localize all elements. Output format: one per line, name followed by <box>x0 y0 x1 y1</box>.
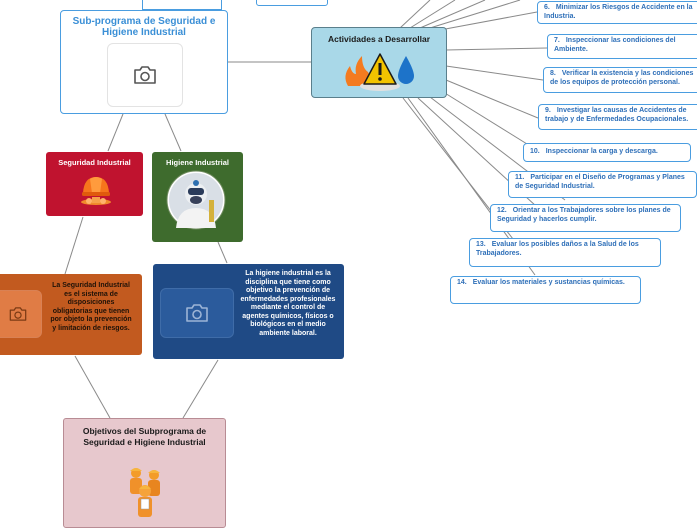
higiene-image-placeholder[interactable] <box>160 288 234 338</box>
hazard-warning-icon <box>345 53 414 91</box>
seguridad-industrial-node[interactable]: Seguridad Industrial <box>46 152 143 216</box>
higiene-description-text: La higiene industrial es la disciplina q… <box>240 270 336 337</box>
actividades-title: Actividades a Desarrollar <box>327 34 431 44</box>
higiene-industrial-node[interactable]: Higiene Industrial <box>152 152 243 242</box>
higiene-description-node[interactable]: La higiene industrial es la disciplina q… <box>153 264 344 359</box>
higiene-industrial-label: Higiene Industrial <box>166 158 229 167</box>
objetivos-title: Objetivos del Subprograma de Seguridad e… <box>82 426 207 447</box>
activity-item-7[interactable]: 7.Inspeccionar las condiciones del Ambie… <box>547 34 697 59</box>
actividades-node[interactable]: Actividades a Desarrollar <box>311 27 447 98</box>
workers-group-icon <box>130 468 160 517</box>
camera-icon <box>134 66 156 84</box>
protective-suit-worker-icon <box>166 170 226 230</box>
main-topic-node[interactable]: Sub-programa de Seguridad e Higiene Indu… <box>60 10 228 114</box>
top-fragment-node[interactable]: - <box>142 0 222 10</box>
main-image-placeholder[interactable] <box>107 43 183 107</box>
safety-helmet-icon <box>81 177 111 205</box>
activity-item-6[interactable]: 6.Minimizar los Riesgos de Accidente en … <box>537 1 697 24</box>
activity-item-12[interactable]: 12.Orientar a los Trabajadores sobre los… <box>490 204 681 232</box>
objetivos-node[interactable]: Objetivos del Subprograma de Seguridad e… <box>63 418 226 528</box>
main-topic-title: Sub-programa de Seguridad e Higiene Indu… <box>72 16 216 38</box>
top-right-fragment-node[interactable] <box>256 0 328 6</box>
activity-item-14[interactable]: 14.Evaluar los materiales y sustancias q… <box>450 276 641 304</box>
seguridad-description-text: La Seguridad Industrial es el sistema de… <box>50 282 132 332</box>
seguridad-industrial-label: Seguridad Industrial <box>58 158 131 167</box>
activity-item-8[interactable]: 8.Verificar la existencia y las condicio… <box>543 67 697 93</box>
activity-item-13[interactable]: 13.Evaluar los posibles daños a la Salud… <box>469 238 661 267</box>
activity-item-11[interactable]: 11.Participar en el Diseño de Programas … <box>508 171 697 198</box>
camera-icon <box>186 304 208 322</box>
seguridad-description-node[interactable]: La Seguridad Industrial es el sistema de… <box>0 274 142 355</box>
seguridad-image-placeholder[interactable] <box>0 290 42 338</box>
activity-item-9[interactable]: 9.Investigar las causas de Accidentes de… <box>538 104 697 130</box>
top-fragment-text: - <box>149 0 151 2</box>
camera-icon <box>9 307 27 321</box>
activity-item-10[interactable]: 10.Inspeccionar la carga y descarga. <box>523 143 691 162</box>
